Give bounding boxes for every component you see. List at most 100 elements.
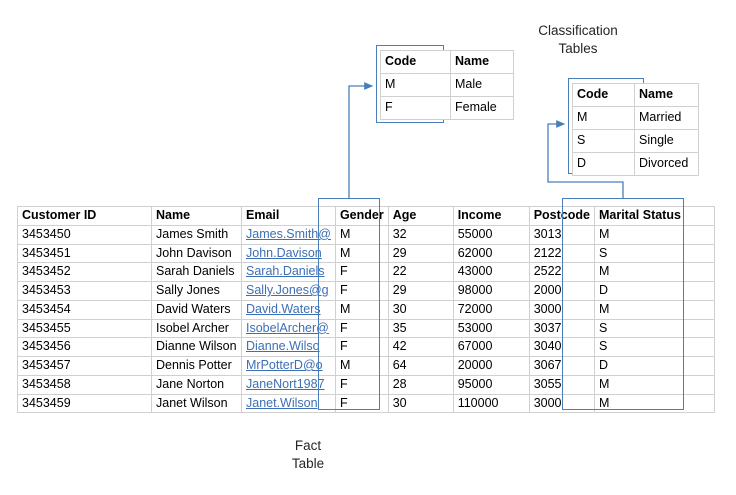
email-link[interactable]: James.Smith@ (246, 226, 331, 241)
cell-email[interactable]: IsobelArcher@ (241, 318, 336, 339)
gender-lookup-table: Code Name M Male F Female (380, 50, 514, 120)
column-header-postcode: Postcode (528, 206, 595, 226)
cell-customer-id: 3453458 (17, 374, 152, 395)
column-header-age: Age (387, 206, 454, 226)
connector-gender (348, 82, 374, 198)
cell-postcode: 3055 (528, 374, 595, 395)
cell-marital-status: M (593, 262, 715, 282)
table-header-row: Code Name (572, 83, 699, 107)
table-row: M Married (572, 106, 699, 130)
cell-marital-status: S (593, 243, 715, 264)
cell-email[interactable]: Dianne.Wilso (241, 337, 336, 357)
column-header-email: Email (241, 206, 336, 226)
cell-postcode: 3000 (528, 393, 595, 414)
table-row: F Female (380, 96, 514, 120)
cell-income: 110000 (452, 393, 530, 414)
email-link[interactable]: Dianne.Wilso (246, 339, 320, 354)
cell-email[interactable]: James.Smith@ (241, 224, 336, 245)
cell-gender: F (334, 337, 389, 357)
cell-code: F (380, 96, 451, 120)
cell-name: Single (634, 129, 699, 153)
cell-code: D (572, 152, 635, 176)
column-header-gender: Gender (334, 206, 389, 226)
cell-name: Dennis Potter (151, 356, 242, 376)
cell-customer-id: 3453453 (17, 281, 152, 301)
cell-code: M (572, 106, 635, 130)
column-header-name: Name (634, 83, 699, 107)
table-header-row: Code Name (380, 50, 514, 74)
classification-tables-label: Classification Tables (538, 23, 618, 57)
cell-income: 67000 (452, 337, 530, 357)
cell-gender: M (334, 224, 389, 245)
cell-name: Janet Wilson (151, 393, 242, 414)
cell-name: David Waters (151, 299, 242, 320)
fact-table-label: Fact Table (291, 438, 325, 472)
cell-income: 20000 (452, 356, 530, 376)
cell-email[interactable]: Janet.Wilson (241, 393, 336, 414)
cell-email[interactable]: Sally.Jones@g (241, 281, 336, 301)
email-link[interactable]: Janet.Wilson (246, 395, 318, 410)
cell-email[interactable]: John.Davison (241, 243, 336, 264)
cell-gender: M (334, 243, 389, 264)
table-row: D Divorced (572, 152, 699, 176)
cell-email[interactable]: MrPotterD@o (241, 356, 336, 376)
email-link[interactable]: IsobelArcher@ (246, 320, 329, 335)
cell-gender: M (334, 299, 389, 320)
column-header-code: Code (572, 83, 635, 107)
cell-customer-id: 3453451 (17, 243, 152, 264)
cell-customer-id: 3453456 (17, 337, 152, 357)
cell-marital-status: M (593, 224, 715, 245)
cell-customer-id: 3453455 (17, 318, 152, 339)
cell-name: Male (450, 73, 514, 97)
cell-gender: F (334, 374, 389, 395)
cell-customer-id: 3453454 (17, 299, 152, 320)
cell-customer-id: 3453457 (17, 356, 152, 376)
cell-name: Female (450, 96, 514, 120)
cell-marital-status: S (593, 318, 715, 339)
marital-status-lookup-table: Code Name M Married S Single D Divorced (572, 83, 699, 176)
cell-age: 22 (387, 262, 454, 282)
cell-name: James Smith (151, 224, 242, 245)
cell-postcode: 2522 (528, 262, 595, 282)
cell-postcode: 2122 (528, 243, 595, 264)
email-link[interactable]: Sarah.Daniels (246, 264, 325, 279)
column-header-income: Income (452, 206, 530, 226)
column-header-marital-status: Marital Status (593, 206, 715, 226)
email-link[interactable]: John.Davison (246, 245, 322, 260)
cell-postcode: 3037 (528, 318, 595, 339)
cell-postcode: 3067 (528, 356, 595, 376)
cell-email[interactable]: JaneNort1987 (241, 374, 336, 395)
cell-age: 30 (387, 393, 454, 414)
email-link[interactable]: MrPotterD@o (246, 358, 323, 372)
cell-email[interactable]: David.Waters (241, 299, 336, 320)
cell-age: 29 (387, 281, 454, 301)
column-header-name: Name (450, 50, 514, 74)
table-header-row: Customer ID Name Email Gender Age Income… (17, 206, 715, 226)
cell-customer-id: 3453459 (17, 393, 152, 414)
cell-postcode: 2000 (528, 281, 595, 301)
cell-gender: F (334, 393, 389, 414)
fact-table: Customer ID Name Email Gender Age Income… (17, 206, 715, 414)
email-link[interactable]: JaneNort1987 (246, 376, 325, 391)
cell-name: Jane Norton (151, 374, 242, 395)
cell-age: 28 (387, 374, 454, 395)
cell-marital-status: D (593, 281, 715, 301)
email-link[interactable]: David.Waters (246, 301, 321, 316)
cell-postcode: 3040 (528, 337, 595, 357)
cell-age: 29 (387, 243, 454, 264)
cell-age: 42 (387, 337, 454, 357)
cell-marital-status: M (593, 393, 715, 414)
cell-age: 32 (387, 224, 454, 245)
cell-income: 55000 (452, 224, 530, 245)
cell-email[interactable]: Sarah.Daniels (241, 262, 336, 282)
cell-gender: F (334, 318, 389, 339)
email-link[interactable]: Sally.Jones@g (246, 283, 329, 297)
cell-income: 95000 (452, 374, 530, 395)
